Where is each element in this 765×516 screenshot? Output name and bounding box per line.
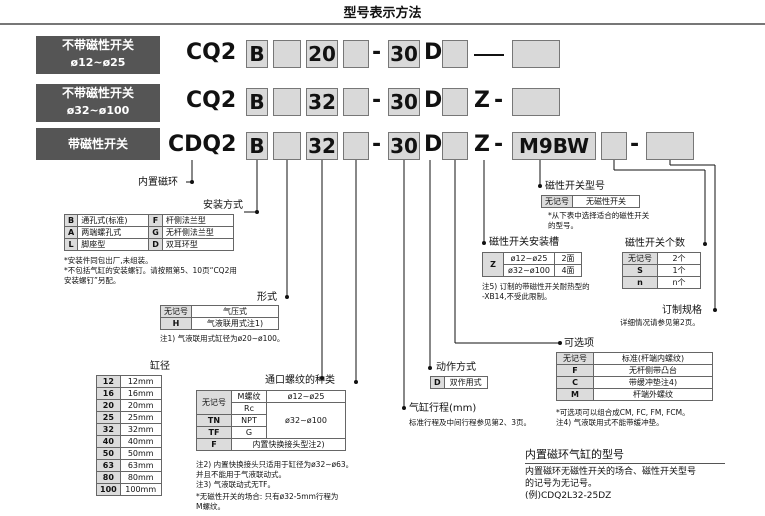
code-dash: -	[372, 88, 382, 113]
magnet-model-text: 内置磁环无磁性开关的场合、磁性开关型号	[525, 467, 697, 477]
custom-title: 订制规格	[662, 305, 702, 316]
code-blank	[273, 132, 301, 160]
mount-note: *不包括气缸的安装螺钉。请按照第5、10页“CQ2用	[64, 266, 237, 275]
code-M9BW: M9BW	[512, 132, 596, 160]
code-B: B	[246, 88, 268, 116]
code-30: 30	[388, 40, 420, 68]
magnet-model-example: (例)CDQ2L32-25DZ	[525, 491, 612, 501]
port-note: M螺纹。	[196, 502, 225, 511]
code-blank	[273, 88, 301, 116]
code-30: 30	[388, 88, 420, 116]
code-32: 32	[306, 132, 338, 160]
sw-groove-note: 注5) 订制的带磁性开关耐热型的	[482, 282, 590, 291]
sw-groove-note: -XB14,不受此限制。	[482, 292, 552, 301]
sw-model-note: 的型号。	[548, 221, 578, 230]
port-note: 并且不能用于气液联动式。	[196, 470, 286, 479]
code-blank	[512, 40, 560, 68]
magnet-model-rule	[525, 463, 725, 464]
code-D: D	[424, 132, 443, 157]
sw-count-title: 磁性开关个数	[625, 238, 685, 249]
code-dash: -	[494, 132, 504, 157]
code-cq2: CQ2	[186, 40, 237, 65]
code-32: 32	[306, 88, 338, 116]
sw-model-note: *从下表中选择适合的磁性开关	[548, 211, 650, 220]
form-note: 注1) 气液联用式缸径为ø20~ø100。	[160, 334, 285, 343]
port-note: *无磁性开关的场合: 只有ø32-5mm行程为	[196, 492, 339, 501]
page-title: 型号表示方法	[343, 6, 422, 21]
magnet-model-text: 的记号为无记号。	[525, 479, 598, 489]
stroke-note: 标准行程及中间行程参见第2、3页。	[409, 418, 532, 427]
sw-model-table: 无记号无磁性开关	[541, 195, 640, 208]
row1-label: 不带磁性开关 ø12~ø25	[36, 36, 160, 74]
code-blank	[512, 88, 560, 116]
code-cdq2: CDQ2	[168, 132, 237, 157]
form-title: 形式	[257, 292, 277, 303]
action-title: 动作方式	[436, 362, 476, 373]
code-blank	[343, 40, 369, 68]
code-Z: Z	[474, 132, 490, 157]
code-blank	[442, 40, 468, 68]
code-dash: -	[494, 88, 504, 113]
code-D: D	[424, 40, 443, 65]
code-dash: -	[372, 132, 382, 157]
mount-note: 安装螺钉”另配。	[64, 276, 121, 285]
code-D: D	[424, 88, 443, 113]
code-B: B	[246, 40, 268, 68]
port-note: 注3) 气液联动式无TF。	[196, 480, 275, 489]
custom-note: 详细情况请参见第2页。	[620, 318, 700, 327]
options-note: 注4) 气液联用式不能带缓冲垫。	[556, 418, 664, 427]
sw-model-title: 磁性开关型号	[545, 181, 605, 192]
mount-note: *安装件同包出厂,未组装。	[64, 256, 153, 265]
code-blank	[646, 132, 694, 160]
code-blank	[343, 88, 369, 116]
code-Z: Z	[474, 88, 490, 113]
code-emdash	[474, 54, 504, 56]
code-dash: -	[630, 132, 640, 157]
row3-label: 带磁性开关	[36, 128, 160, 160]
code-dash: -	[372, 40, 382, 65]
code-blank	[442, 132, 468, 160]
code-B: B	[246, 132, 268, 160]
mount-title: 安装方式	[203, 200, 243, 211]
port-note: 注2) 内置快换接头只适用于缸径为ø32~ø63。	[196, 460, 354, 469]
options-note: *可选项可以组合成CM, FC, FM, FCM。	[556, 408, 690, 417]
code-blank	[442, 88, 468, 116]
code-blank	[273, 40, 301, 68]
magnet-model-title: 内置磁环气缸的型号	[525, 448, 624, 461]
bore-title: 缸径	[150, 361, 170, 372]
code-30: 30	[388, 132, 420, 160]
stroke-title: 气缸行程(mm)	[409, 403, 477, 414]
built-in-magnet-label: 内置磁环	[138, 177, 178, 188]
row2-label: 不带磁性开关 ø32~ø100	[36, 84, 160, 122]
code-20: 20	[306, 40, 338, 68]
code-blank	[343, 132, 369, 160]
options-title: 可选项	[564, 338, 594, 349]
sw-groove-title: 磁性开关安装槽	[489, 237, 559, 248]
code-cq2: CQ2	[186, 88, 237, 113]
port-title: 通口螺纹的种类	[265, 375, 335, 386]
code-blank	[601, 132, 627, 160]
title-rule	[0, 23, 765, 25]
